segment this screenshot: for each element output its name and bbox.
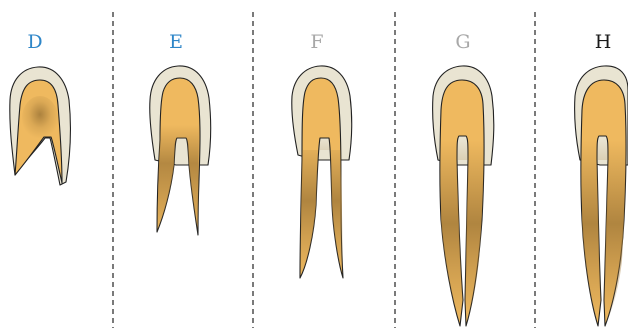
stage-label-g: G	[443, 31, 483, 53]
tooth-d-pulp	[22, 96, 58, 140]
tooth-h	[575, 66, 628, 326]
stage-label-d: D	[15, 31, 55, 53]
stage-label-f: F	[297, 31, 337, 53]
tooth-g	[433, 66, 494, 326]
tooth-d	[10, 67, 71, 185]
stage-label-e: E	[156, 31, 196, 53]
tooth-e	[150, 66, 211, 235]
tooth-f	[292, 66, 352, 278]
tooth-g-root-shade	[441, 140, 484, 326]
stage-label-h: H	[583, 31, 623, 53]
